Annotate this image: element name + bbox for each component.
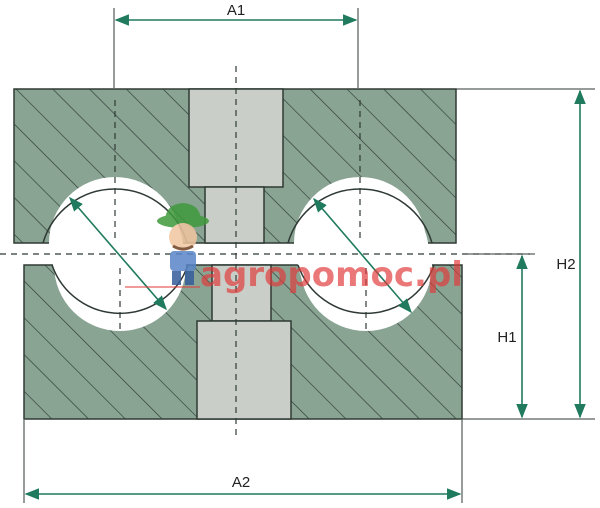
watermark-text: agropomoc.pl — [200, 255, 463, 295]
diameter-arrows — [69, 196, 412, 314]
label-h1: H1 — [497, 329, 516, 346]
farmer-mascot-icon — [157, 203, 209, 285]
label-a2: A2 — [232, 474, 250, 491]
label-h2: H2 — [556, 256, 575, 273]
watermark: agropomoc.pl — [125, 203, 463, 295]
dimension-a2: A2 — [23, 420, 463, 503]
bolt-head-lower — [196, 264, 292, 420]
dimension-a1: A1 — [113, 2, 359, 88]
dimension-h1: H1 — [463, 253, 535, 419]
dimension-h2: H2 — [456, 88, 595, 420]
label-a1: A1 — [227, 2, 245, 19]
